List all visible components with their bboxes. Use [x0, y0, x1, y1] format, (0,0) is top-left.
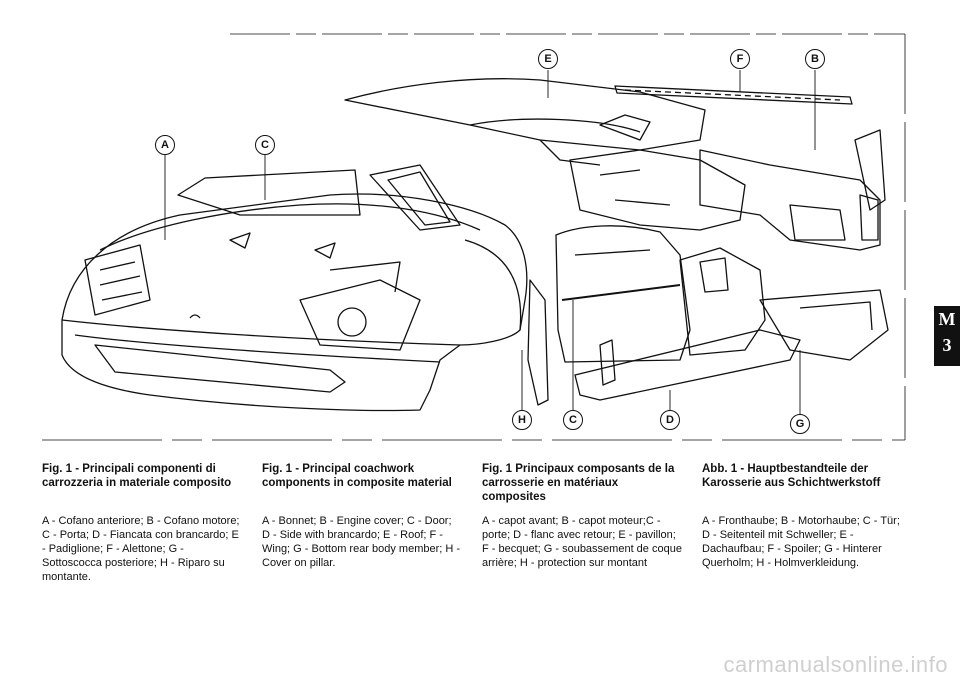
callout-f: F [730, 49, 750, 69]
door-drawing [555, 225, 691, 363]
callout-b: B [805, 49, 825, 69]
caption-title-fr: Fig. 1 Principaux composants de la carro… [482, 463, 675, 503]
front-body-drawing [61, 164, 528, 412]
caption-title-it: Fig. 1 - Principali componenti di carroz… [42, 463, 232, 489]
exploded-body-diagram [42, 33, 906, 441]
caption-german: Abb. 1 - Hauptbestandteile der Karosseri… [702, 462, 902, 569]
callout-h: H [512, 410, 532, 430]
roof-drawing [344, 78, 706, 166]
callout-e: E [538, 49, 558, 69]
caption-title-de: Abb. 1 - Hauptbestandteile der Karosseri… [702, 463, 881, 489]
side-sill-drawing [574, 247, 801, 401]
caption-desc-de: A - Fronthaube; B - Motorhaube; C - Tür;… [702, 515, 900, 569]
caption-desc-en: A - Bonnet; B - Engine cover; C - Door; … [262, 515, 461, 569]
caption-desc-it: A - Cofano anteriore; B - Cofano motore;… [42, 515, 240, 583]
caption-title-en: Fig. 1 - Principal coachwork components … [262, 463, 452, 489]
watermark: carmanualsonline.info [723, 652, 948, 677]
rear-side-drawing [569, 149, 746, 231]
engine-cover-drawing [699, 129, 886, 251]
pillar-cover-drawing [527, 279, 549, 406]
caption-italian: Fig. 1 - Principali componenti di carroz… [42, 462, 242, 583]
caption-french: Fig. 1 Principaux composants de la carro… [482, 462, 682, 569]
wing-drawing [614, 85, 853, 105]
caption-desc-fr: A - capot avant; B - capot moteur;C - po… [482, 515, 682, 569]
callout-g: G [790, 414, 810, 434]
rear-underbody-drawing [759, 289, 889, 361]
section-tab: M 3 [934, 306, 960, 366]
callout-a: A [155, 135, 175, 155]
callout-c-front: C [255, 135, 275, 155]
callout-d: D [660, 410, 680, 430]
section-tab-letter: M [938, 309, 956, 329]
callout-c: C [563, 410, 583, 430]
caption-english: Fig. 1 - Principal coachwork components … [262, 462, 462, 569]
section-tab-number: 3 [942, 335, 952, 355]
